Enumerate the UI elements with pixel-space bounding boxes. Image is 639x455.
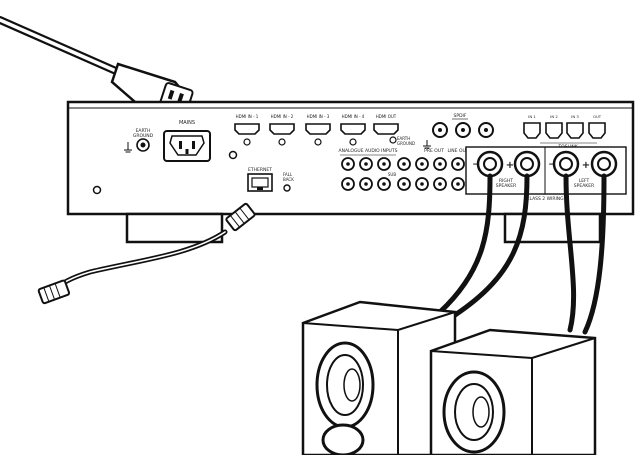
toslink-out-port[interactable]: OUT	[588, 114, 606, 139]
analogue-label: ANALOGUE AUDIO INPUTS	[339, 148, 398, 154]
port-label: IN 2	[550, 114, 558, 119]
speaker-left	[429, 328, 597, 455]
ground-label: GROUND	[133, 133, 154, 139]
ground-symbol-icon	[423, 140, 431, 149]
left-label: LEFT	[579, 178, 590, 184]
spdif-label: SPDIF	[454, 113, 467, 119]
plus-sign: +	[582, 160, 590, 171]
hdmi-in-2-port[interactable]: HDMI IN - 2	[269, 114, 295, 146]
minus-sign: −	[548, 160, 556, 170]
hdmi-label: HDMI IN - 4	[342, 114, 365, 119]
pre-out-label: PRE OUT	[424, 148, 444, 154]
sub-label: SUB	[388, 172, 396, 177]
toslink-in-2-port[interactable]: IN 2	[545, 114, 563, 139]
mains-label: MAINS	[179, 120, 195, 126]
toslink-in-1-port[interactable]: IN 1	[523, 114, 541, 139]
plus-sign: +	[506, 160, 514, 171]
ground-symbol-icon	[124, 142, 132, 153]
ground-label: GROUND	[397, 141, 415, 146]
port-label: IN 1	[528, 114, 536, 119]
back-label: BACK	[283, 177, 294, 182]
right-label: RIGHT	[499, 178, 513, 184]
ethernet-label: ETHERNET	[248, 167, 272, 173]
left-speaker-terminals[interactable]: − + LEFT SPEAKER	[548, 150, 618, 189]
class2-wiring-label: CLASS 2 WIRING	[526, 196, 564, 202]
earth-ground-terminal[interactable]: EARTH GROUND	[124, 128, 154, 153]
hdmi-out-port[interactable]: HDMI OUT	[373, 114, 399, 135]
rj45-plug-icon	[37, 279, 71, 305]
hdmi-in-4-port[interactable]: HDMI IN - 4	[340, 114, 366, 146]
spdif-section: SPDIF IN 1 IN 2 OUT	[432, 113, 494, 138]
earth-label: EARTH	[136, 128, 151, 134]
hdmi-label: HDMI IN - 1	[236, 114, 259, 119]
speaker-cables	[437, 173, 607, 335]
port-label: OUT	[593, 114, 602, 119]
port-label: IN 3	[571, 114, 579, 119]
rj45-plug-icon	[225, 202, 256, 232]
fall-label: FALL	[283, 172, 293, 177]
speaker-terminals: − + RIGHT SPEAKER − + LEFT SPEAKER CLASS…	[465, 146, 627, 202]
earth-label: EARTH	[397, 136, 410, 141]
screw-icon	[92, 185, 102, 195]
minus-sign: −	[472, 160, 480, 170]
analogue-inputs: ANALOGUE AUDIO INPUTS PRE OUT LINE OUT S…	[339, 148, 469, 191]
ethernet-cable	[37, 202, 256, 305]
hdmi-label: HDMI IN - 3	[307, 114, 330, 119]
ethernet-port[interactable]: ETHERNET	[247, 167, 273, 192]
spdif-out-port[interactable]: OUT	[478, 121, 494, 138]
hdmi-in-3-port[interactable]: HDMI IN - 3	[305, 114, 331, 146]
right-speaker-terminals[interactable]: − + RIGHT SPEAKER	[472, 150, 541, 189]
hdmi-ports: HDMI IN - 1 HDMI IN - 2 HDMI IN - 3 HDMI…	[234, 114, 399, 146]
line-out-label: LINE OUT	[447, 148, 468, 154]
spdif-in-1-port[interactable]: IN 1	[432, 121, 448, 138]
speaker-label: SPEAKER	[574, 183, 594, 189]
hdmi-in-1-port[interactable]: HDMI IN - 1	[234, 114, 260, 146]
spdif-in-2-port[interactable]: IN 2	[455, 121, 471, 138]
fall-back-button[interactable]: FALL BACK	[283, 172, 294, 192]
speaker-label: SPEAKER	[496, 183, 516, 189]
mains-socket[interactable]: MAINS	[163, 120, 211, 162]
earth-ground-terminal-2[interactable]: EARTH GROUND	[389, 136, 431, 149]
hdmi-label: HDMI OUT	[376, 114, 397, 119]
screw-icon	[228, 150, 238, 160]
hdmi-label: HDMI IN - 2	[271, 114, 294, 119]
toslink-in-3-port[interactable]: IN 3	[566, 114, 584, 139]
